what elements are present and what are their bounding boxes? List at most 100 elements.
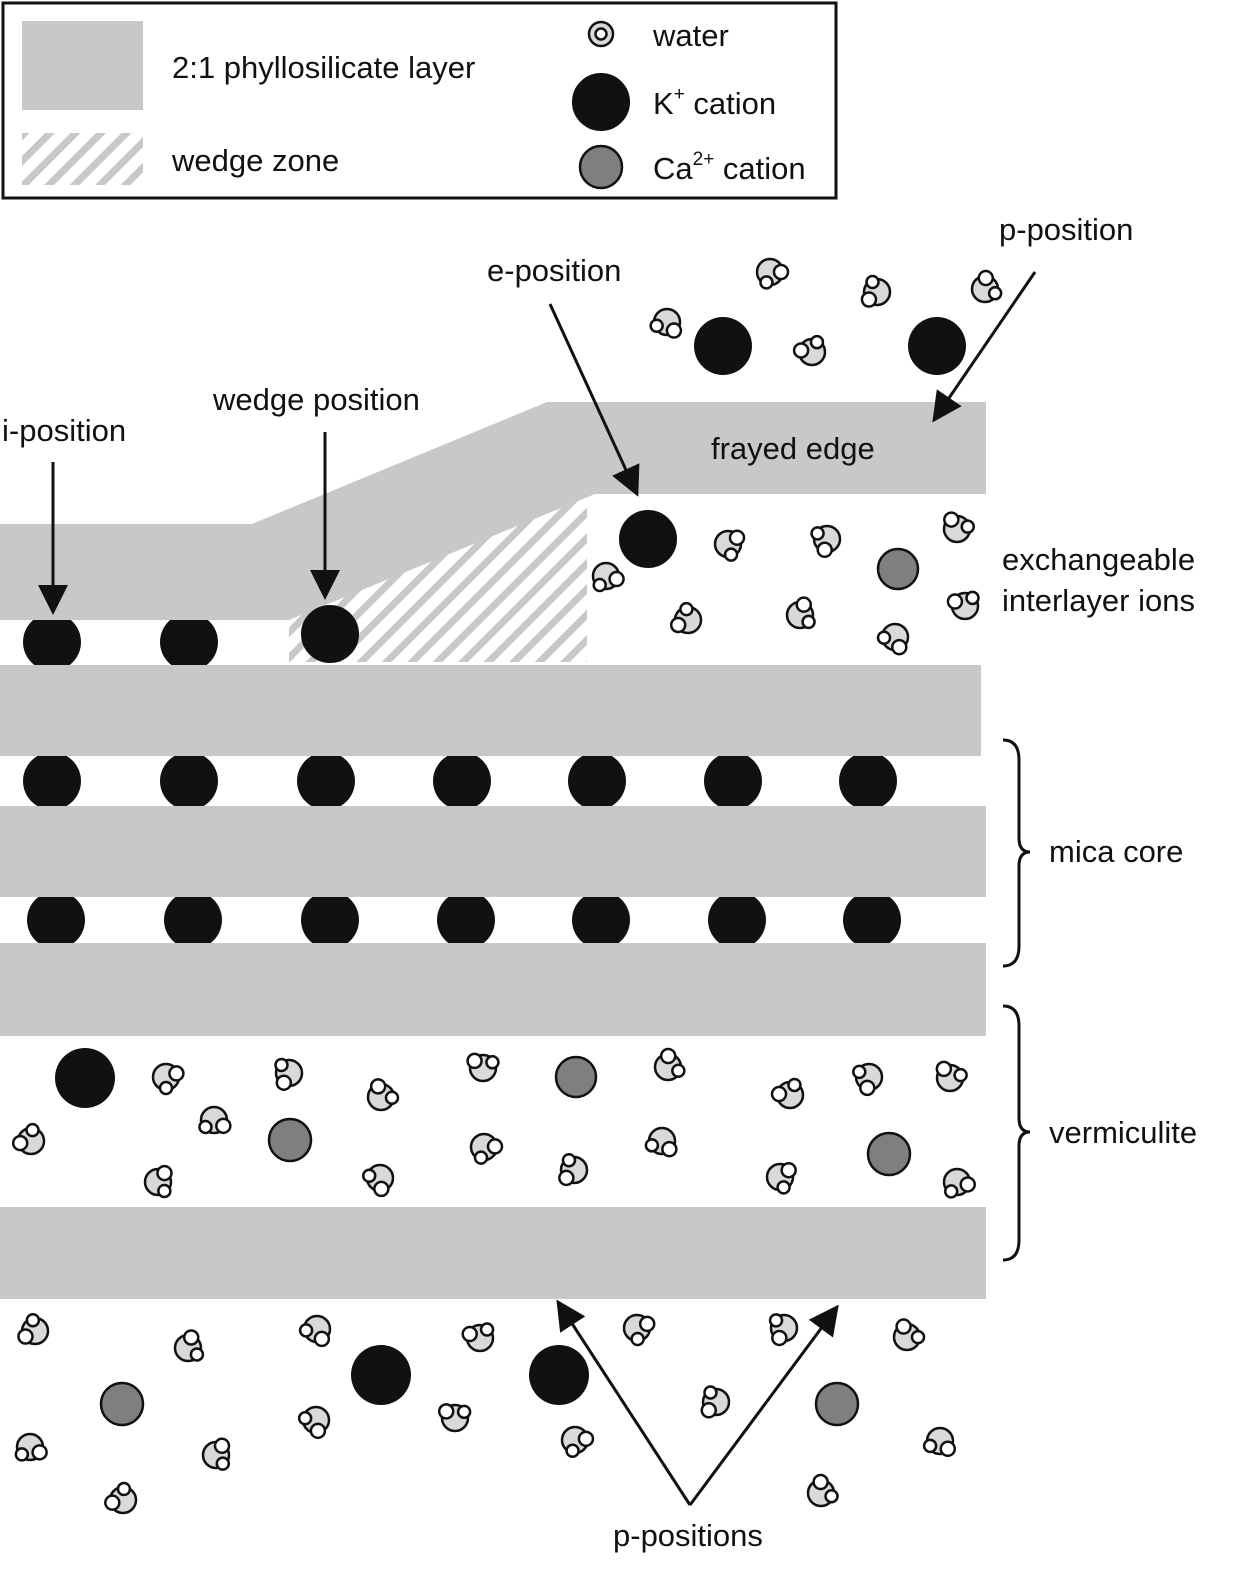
water-molecule xyxy=(14,1432,48,1462)
water-molecule xyxy=(469,1132,504,1165)
braces xyxy=(1002,738,1031,1262)
water-molecule xyxy=(198,1105,232,1135)
water-molecule xyxy=(274,1057,304,1091)
water-molecule xyxy=(942,511,976,544)
vermiculite-brace xyxy=(1002,1004,1031,1262)
water-molecule xyxy=(622,1313,656,1347)
k-cation-e-position xyxy=(619,510,677,568)
k-cation xyxy=(568,756,626,806)
k-cation-wedge xyxy=(301,605,359,663)
mica-core-cations xyxy=(23,756,901,943)
water-molecule xyxy=(970,269,1003,304)
water-molecule xyxy=(806,1473,839,1508)
legend-wedge-swatch xyxy=(22,133,143,185)
water-molecules xyxy=(11,257,1003,1515)
water-molecule xyxy=(591,561,625,593)
k-cation xyxy=(164,897,222,943)
k-cation xyxy=(433,756,491,806)
water-molecule xyxy=(173,1329,205,1363)
legend-ca-cation-icon xyxy=(578,144,624,190)
k-cation xyxy=(160,756,218,806)
water-molecule xyxy=(201,1437,231,1471)
i-position-label: i-position xyxy=(2,413,126,448)
p-position-arrow xyxy=(932,271,1037,423)
k-cation xyxy=(437,897,495,943)
ca-cation xyxy=(554,1055,598,1099)
p-positions-label: p-positions xyxy=(613,1518,763,1553)
water-molecule xyxy=(892,1318,926,1352)
k-cation xyxy=(23,620,81,665)
k-cation xyxy=(908,317,966,375)
layer-3 xyxy=(0,806,986,897)
wedge-zone xyxy=(289,497,587,662)
water-molecule xyxy=(713,529,746,562)
k-cation xyxy=(704,756,762,806)
k-cation xyxy=(301,897,359,943)
p-position-label: p-position xyxy=(999,212,1133,247)
layer-4 xyxy=(0,943,986,1036)
water-molecule xyxy=(466,1052,500,1083)
wedge-position-label: wedge position xyxy=(212,382,420,417)
legend-water-label: water xyxy=(652,18,729,53)
frayed-edge-label: frayed edge xyxy=(711,431,875,466)
water-molecule xyxy=(852,1062,884,1097)
p-positions-arrow-right xyxy=(688,1304,839,1506)
k-cation xyxy=(160,620,218,665)
k-cation xyxy=(55,1048,115,1108)
e-position-arrow xyxy=(548,303,640,497)
e-position-label: e-position xyxy=(487,253,621,288)
water-molecule xyxy=(104,1481,138,1515)
k-cation xyxy=(529,1345,589,1405)
water-molecule xyxy=(461,1322,495,1353)
labels: i-position wedge position e-position p-p… xyxy=(2,212,1197,1553)
water-molecule xyxy=(644,1126,678,1158)
k-cation xyxy=(297,756,355,806)
water-molecule xyxy=(942,1167,976,1199)
mica-core-label: mica core xyxy=(1049,834,1183,869)
layer-5 xyxy=(0,1207,986,1299)
water-molecule xyxy=(298,1314,332,1348)
legend-water-icon xyxy=(587,20,615,48)
k-cation xyxy=(572,897,630,943)
water-molecule xyxy=(876,622,910,656)
water-molecule xyxy=(700,1385,731,1419)
exchangeable-label-line1: exchangeable xyxy=(1002,542,1195,577)
water-molecule xyxy=(560,1425,595,1458)
exchangeable-label-line2: interlayer ions xyxy=(1002,583,1195,618)
k-cation xyxy=(23,756,81,806)
p-positions-arrow-left xyxy=(556,1299,692,1506)
top-layer-frayed xyxy=(0,402,986,620)
water-molecule xyxy=(437,1403,472,1433)
water-molecule xyxy=(768,1313,799,1347)
water-molecule xyxy=(653,1047,686,1082)
water-molecule xyxy=(11,1122,46,1156)
legend-k-cation-icon xyxy=(572,73,630,131)
water-molecule xyxy=(765,1161,797,1195)
legend-k-label: K+ cation xyxy=(653,84,776,121)
water-molecule xyxy=(558,1152,589,1187)
water-molecule xyxy=(649,307,683,339)
k-cations-i-positions xyxy=(23,510,677,665)
ca-cation xyxy=(876,547,920,591)
water-molecule xyxy=(297,1405,331,1440)
water-molecule xyxy=(810,524,842,559)
water-molecule xyxy=(770,1077,805,1110)
ca-cation xyxy=(99,1381,145,1427)
water-molecule xyxy=(17,1312,50,1346)
legend: 2:1 phyllosilicate layer wedge zone wate… xyxy=(1,1,838,200)
water-molecule xyxy=(922,1426,957,1458)
k-cation xyxy=(351,1345,411,1405)
legend-layer-label: 2:1 phyllosilicate layer xyxy=(172,50,475,85)
k-cation xyxy=(843,897,901,943)
ca-cation xyxy=(866,1131,912,1177)
k-cation xyxy=(708,897,766,943)
ca-cation xyxy=(814,1381,860,1427)
legend-layer-swatch xyxy=(22,21,143,110)
water-molecule xyxy=(946,590,980,621)
water-molecule xyxy=(792,334,827,367)
ca-cation xyxy=(267,1117,313,1163)
water-molecule xyxy=(151,1062,185,1096)
water-molecule xyxy=(143,1164,173,1199)
water-molecule xyxy=(361,1163,395,1198)
